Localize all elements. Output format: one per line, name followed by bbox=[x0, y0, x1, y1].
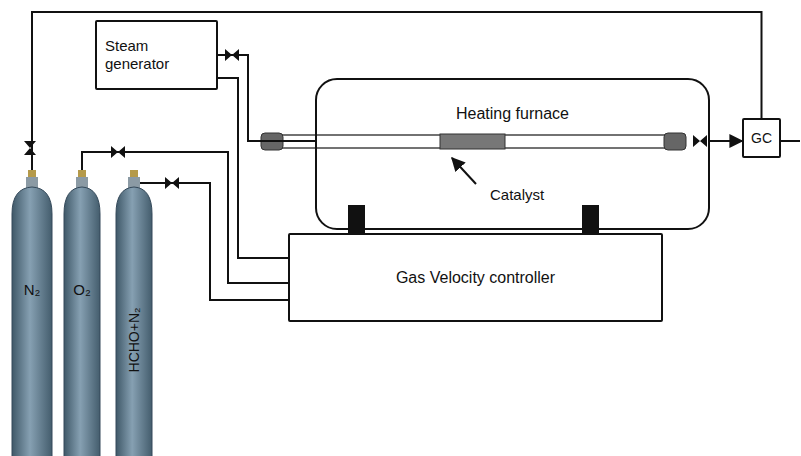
box-label: GC bbox=[751, 130, 772, 147]
furnace-leg bbox=[348, 205, 365, 235]
steam-generator-box: Steam generator bbox=[95, 20, 218, 90]
tube-end-cap bbox=[664, 133, 686, 150]
valve-symbol bbox=[693, 135, 707, 147]
box-label: Heating furnace bbox=[456, 104, 569, 123]
gas-cylinder: N₂ bbox=[10, 170, 54, 456]
furnace-box: Heating furnace bbox=[315, 78, 710, 230]
gas-line bbox=[134, 170, 288, 300]
gas-name: N₂ bbox=[24, 281, 41, 299]
gas-line bbox=[218, 78, 288, 258]
controller-box: Gas Velocity controller bbox=[288, 233, 663, 322]
leader-arrow bbox=[452, 158, 476, 184]
furnace-leg bbox=[582, 205, 599, 235]
gc-box: GC bbox=[742, 118, 781, 158]
cylinder-shape bbox=[62, 170, 102, 456]
gas-name: O₂ bbox=[73, 281, 91, 299]
gas-line bbox=[82, 152, 288, 283]
gas-line bbox=[218, 55, 315, 141]
box-label: Steam generator bbox=[105, 37, 208, 73]
gas-name: HCHO+N₂ bbox=[126, 308, 143, 373]
reactor-tube bbox=[266, 135, 684, 148]
cylinder-shape bbox=[10, 170, 54, 456]
gas-line bbox=[32, 12, 762, 170]
gas-cylinder: HCHO+N₂ bbox=[114, 170, 154, 456]
callout-label: Catalyst bbox=[490, 186, 544, 203]
gas-cylinder: O₂ bbox=[62, 170, 102, 456]
catalyst-bed bbox=[440, 134, 505, 149]
valve-symbol bbox=[24, 141, 36, 155]
outlet-line bbox=[778, 140, 800, 142]
box-label: Gas Velocity controller bbox=[396, 268, 555, 287]
gas-line bbox=[710, 140, 742, 142]
